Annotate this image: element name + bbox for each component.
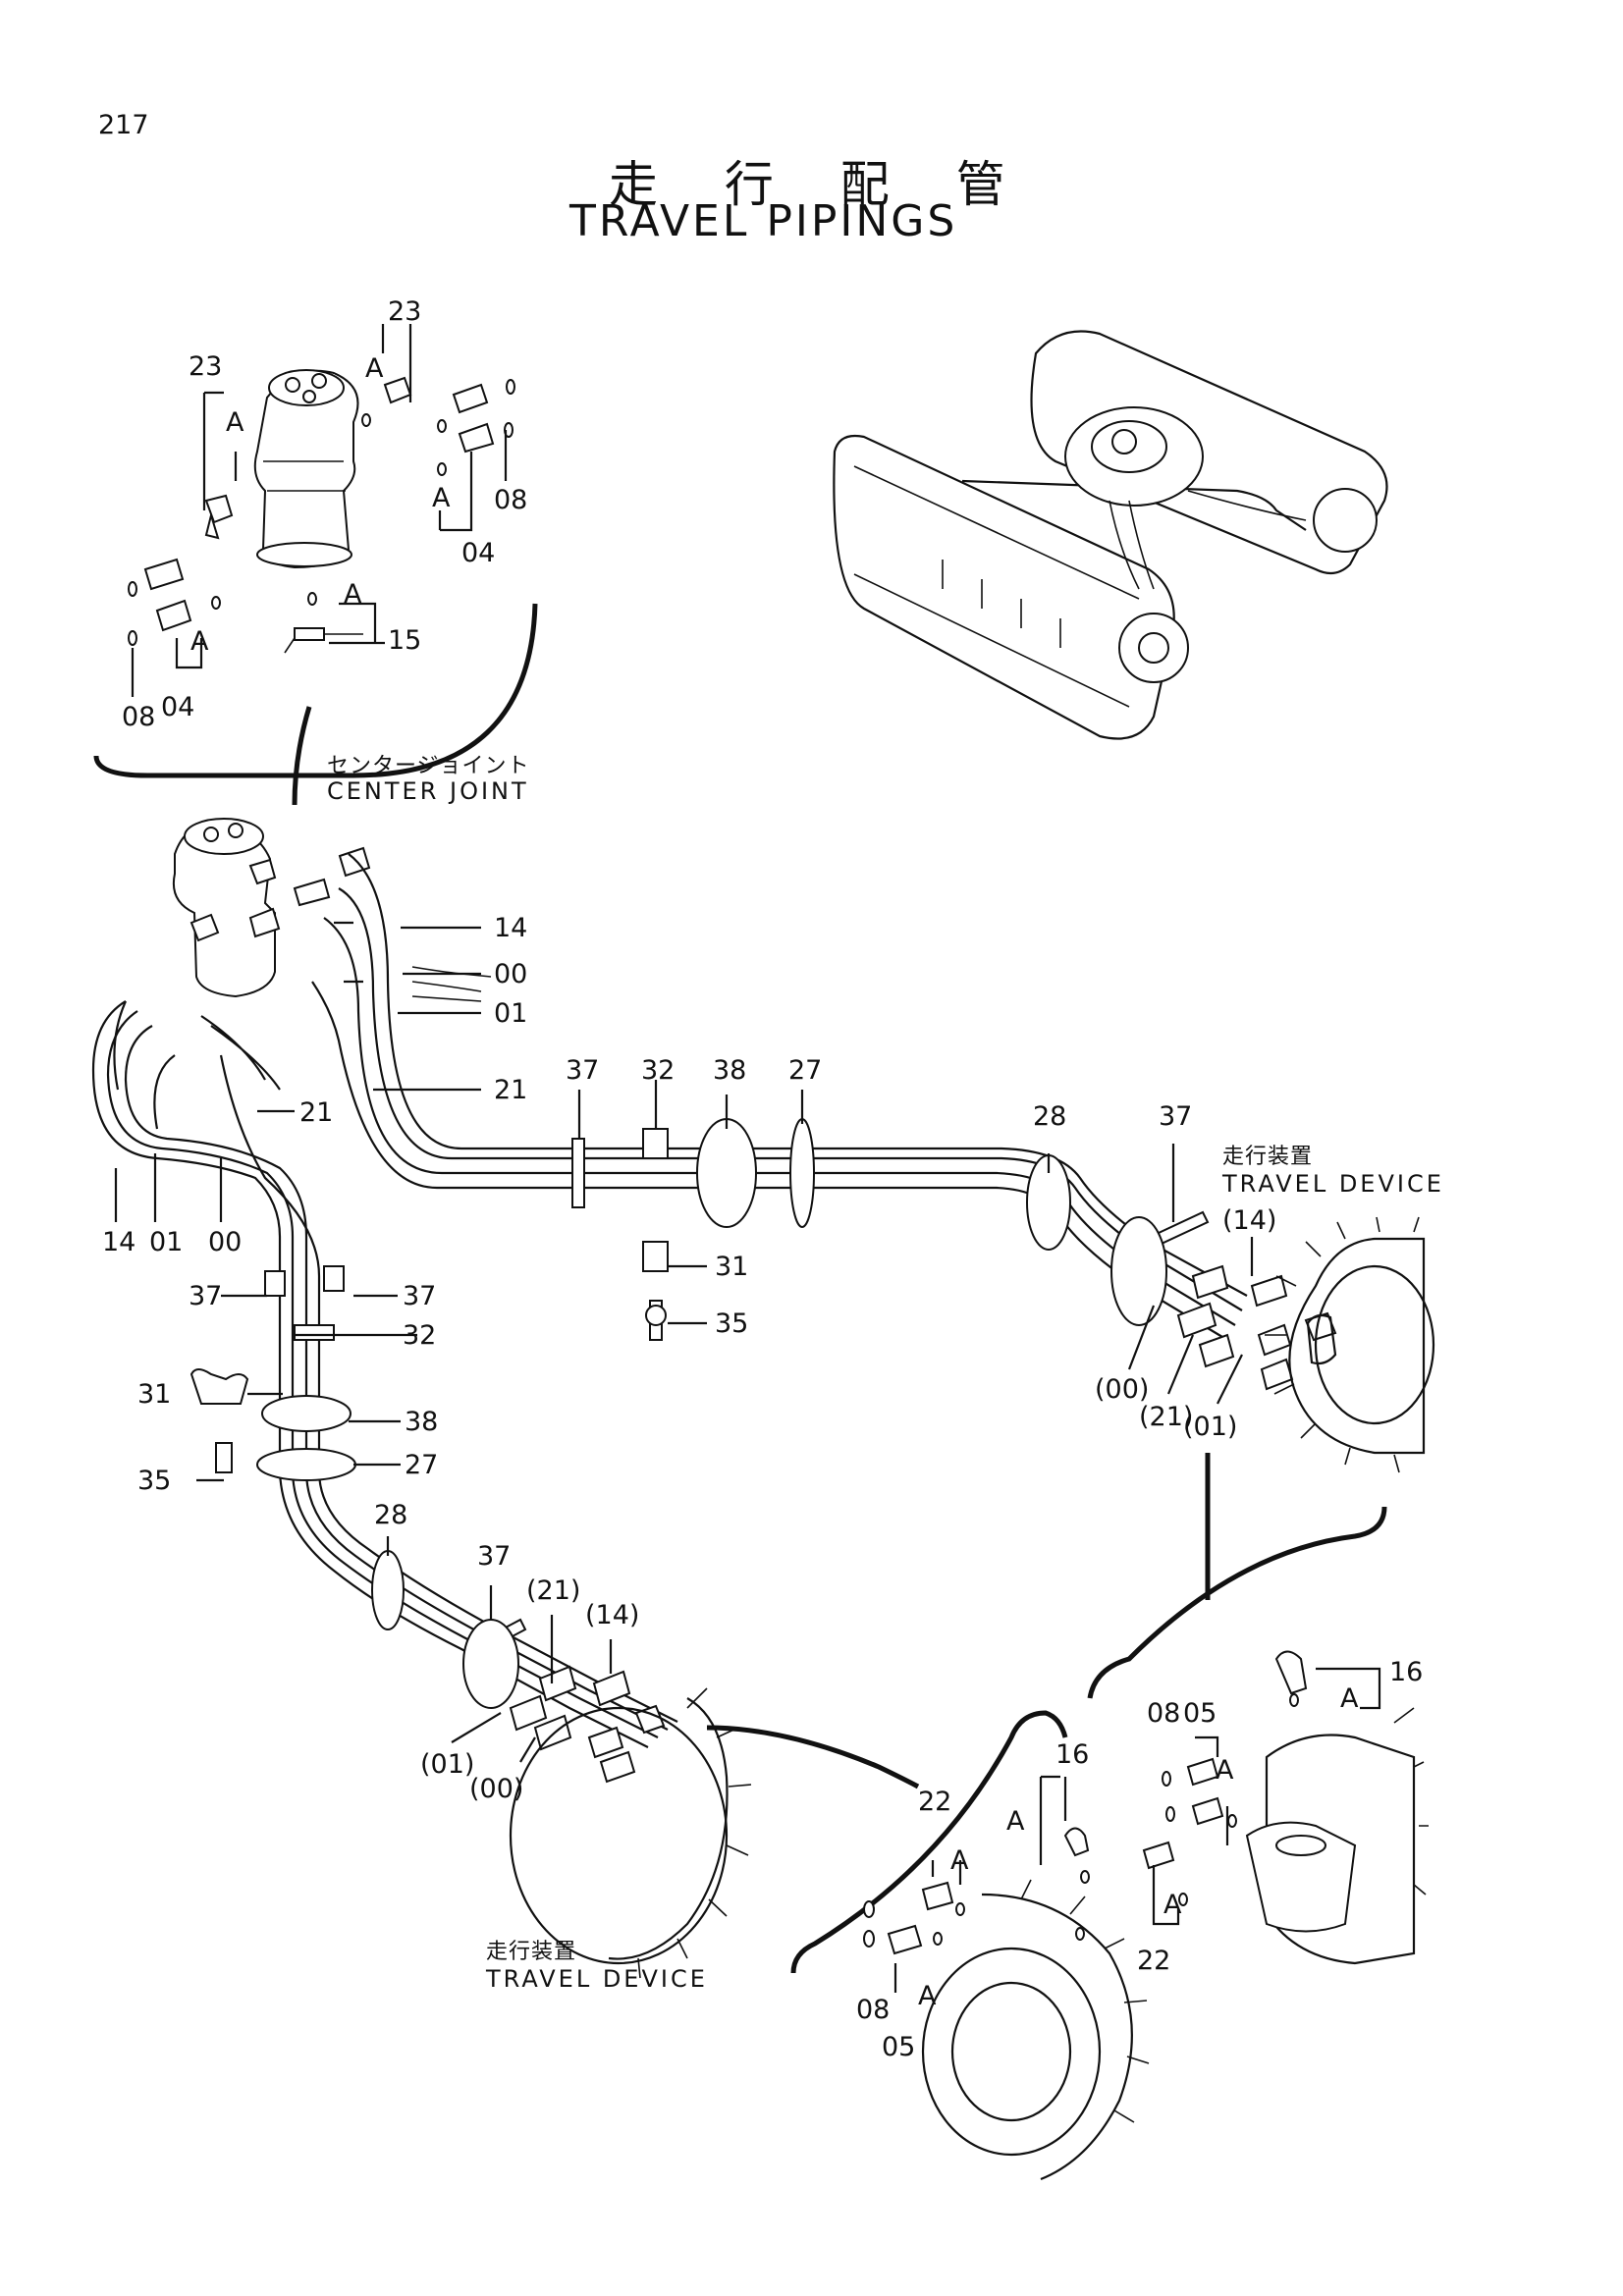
bottom-right-detail xyxy=(706,1710,1150,2181)
center-joint-label-en: CENTER JOINT xyxy=(327,777,529,805)
marker-a: A xyxy=(190,626,209,657)
part-number-label: (21) xyxy=(1139,1402,1194,1432)
part-number-label: 22 xyxy=(1137,1946,1171,1976)
part-number-label: 08 xyxy=(856,1995,891,2025)
detail-frame-top-left xyxy=(93,603,538,778)
center-joint-main xyxy=(173,818,371,998)
travel-device-bottom-label-en: TRAVEL DEVICE xyxy=(486,1965,708,1993)
travel-device-right-label-en: TRAVEL DEVICE xyxy=(1222,1170,1444,1198)
part-number-label: 21 xyxy=(299,1097,334,1128)
center-joint-detail xyxy=(93,324,538,806)
page-title-en: TRAVEL PIPINGS xyxy=(569,196,958,246)
part-number-label: 27 xyxy=(788,1055,823,1086)
part-number-label: 00 xyxy=(208,1227,243,1257)
part-number-label: 37 xyxy=(403,1281,437,1311)
part-number-label: 05 xyxy=(1183,1698,1217,1729)
marker-a: A xyxy=(950,1845,969,1876)
part-number-label: (14) xyxy=(1222,1205,1277,1236)
part-number-label: 22 xyxy=(918,1787,952,1817)
detail-leader-center-joint xyxy=(292,706,312,806)
part-number-label: 37 xyxy=(189,1281,223,1311)
marker-a: A xyxy=(1163,1890,1182,1920)
part-number-label: 04 xyxy=(161,692,195,722)
part-number-label: 32 xyxy=(403,1320,437,1351)
part-number-label: 31 xyxy=(715,1252,749,1282)
part-number-label: (00) xyxy=(1095,1374,1150,1405)
part-number-label: 14 xyxy=(494,913,528,943)
bottom-travel-device xyxy=(509,1687,752,1979)
part-number-label: 38 xyxy=(713,1055,747,1086)
part-number-label: 32 xyxy=(641,1055,676,1086)
part-number-label: 37 xyxy=(566,1055,600,1086)
part-number-label: 05 xyxy=(882,2032,916,2062)
part-number-label: 14 xyxy=(102,1227,136,1257)
page-number: 217 xyxy=(98,110,149,140)
part-number-label: 28 xyxy=(1033,1101,1067,1132)
part-number-label: 16 xyxy=(1389,1657,1424,1687)
right-travel-device xyxy=(1265,1216,1435,1473)
part-number-label: 21 xyxy=(494,1075,528,1105)
marker-a: A xyxy=(1340,1683,1359,1714)
part-number-label: 16 xyxy=(1055,1739,1090,1770)
part-number-label: (00) xyxy=(469,1774,524,1804)
part-number-label: 01 xyxy=(494,998,528,1029)
part-number-label: 35 xyxy=(715,1308,749,1339)
travel-device-bottom-label-jp: 走行装置 xyxy=(486,1940,577,1964)
part-number-label: (01) xyxy=(420,1749,475,1780)
undercarriage-overview xyxy=(833,330,1388,740)
part-number-label: 00 xyxy=(494,959,528,989)
center-joint-label-jp: センタージョイント xyxy=(327,754,530,778)
marker-a: A xyxy=(432,483,451,513)
part-number-label: 04 xyxy=(461,538,496,568)
part-number-label: 08 xyxy=(494,485,528,515)
part-number-label: 08 xyxy=(122,702,156,732)
part-number-label: 35 xyxy=(137,1466,172,1496)
part-number-label: 01 xyxy=(149,1227,184,1257)
marker-a: A xyxy=(226,407,244,438)
part-number-label: (01) xyxy=(1183,1412,1238,1442)
hoses-left-run xyxy=(91,1000,678,1784)
part-number-label: 08 xyxy=(1147,1698,1181,1729)
marker-a: A xyxy=(1006,1806,1025,1837)
part-number-label: 15 xyxy=(388,625,422,656)
part-number-label: 23 xyxy=(189,351,223,382)
travel-device-right-label-jp: 走行装置 xyxy=(1222,1145,1314,1169)
part-number-label: (21) xyxy=(526,1575,581,1606)
part-number-label: 23 xyxy=(388,296,422,327)
right-detail xyxy=(1087,1452,1429,1965)
marker-a: A xyxy=(1216,1755,1234,1786)
marker-a: A xyxy=(918,1981,937,2011)
marker-a: A xyxy=(344,579,362,610)
part-number-label: 27 xyxy=(405,1450,439,1480)
part-number-label: 38 xyxy=(405,1407,439,1437)
part-number-label: (14) xyxy=(585,1600,640,1630)
hoses-top-run xyxy=(311,853,1337,1391)
part-number-label: 37 xyxy=(1159,1101,1193,1132)
label-leaders xyxy=(114,926,1254,1763)
marker-a: A xyxy=(365,353,384,384)
part-number-label: 37 xyxy=(477,1541,512,1572)
part-number-label: 28 xyxy=(374,1500,408,1530)
page-title-jp: 走 行 配 管 xyxy=(609,156,1031,213)
part-number-label: 31 xyxy=(137,1379,172,1410)
